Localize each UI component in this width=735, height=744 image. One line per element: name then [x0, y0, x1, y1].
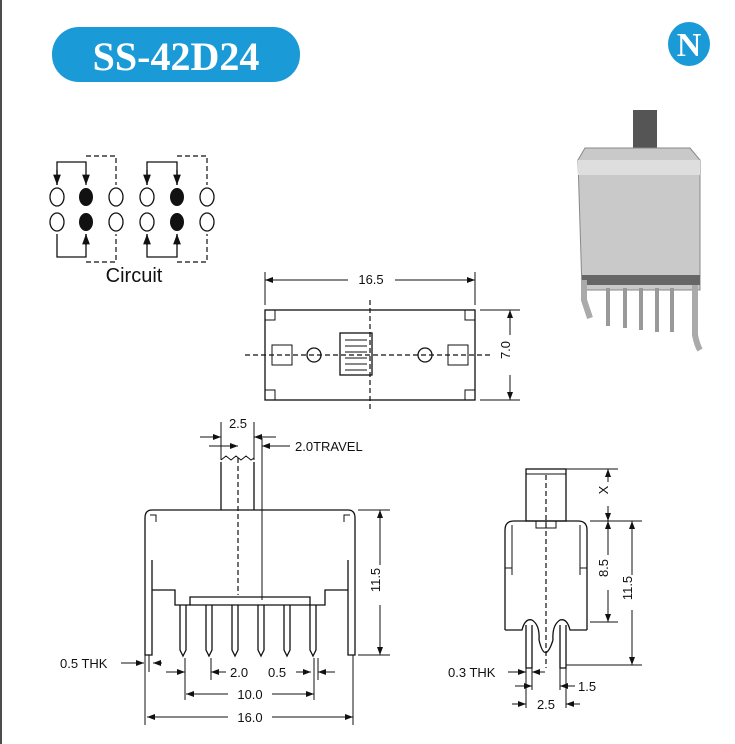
product-title: SS-42D24 — [93, 34, 260, 79]
dim-travel: 2.0TRAVEL — [295, 439, 363, 454]
product-photo — [577, 110, 703, 352]
dim-actuator-width: 2.5 — [229, 416, 247, 431]
dim-pin-offset: 1.5 — [578, 679, 596, 694]
side-view: X 8.5 11.5 0.3 THK 1.5 2.5 — [448, 468, 642, 712]
dim-top-length: 16.5 — [358, 272, 383, 287]
brand-logo: N — [668, 22, 710, 66]
dim-side-height: 11.5 — [620, 576, 635, 600]
title-badge: SS-42D24 — [52, 27, 300, 82]
dim-pin-spacing: 2.5 — [537, 697, 555, 712]
front-pins — [179, 605, 317, 658]
dim-body-height: 8.5 — [596, 559, 611, 577]
dim-top-width: 7.0 — [498, 341, 513, 359]
dim-total-width: 16.0 — [237, 710, 262, 725]
dim-side-thickness: 0.3 THK — [448, 665, 496, 680]
dim-front-height: 11.5 — [368, 568, 383, 592]
circuit-label: Circuit — [106, 265, 163, 287]
logo-letter: N — [677, 27, 702, 64]
dim-thickness: 0.5 THK — [60, 656, 108, 671]
dim-pitch: 2.0 — [230, 665, 248, 680]
front-view: 2.5 2.0TRAVEL 11.5 0.5 THK 2.0 0.5 — [60, 416, 390, 725]
circuit-diagram: Circuit — [49, 155, 215, 287]
top-view: 16.5 7.0 — [245, 272, 520, 410]
dim-actuator-height: X — [596, 485, 611, 494]
dim-pin-span: 10.0 — [237, 687, 262, 702]
dim-pin-width: 0.5 — [268, 665, 286, 680]
